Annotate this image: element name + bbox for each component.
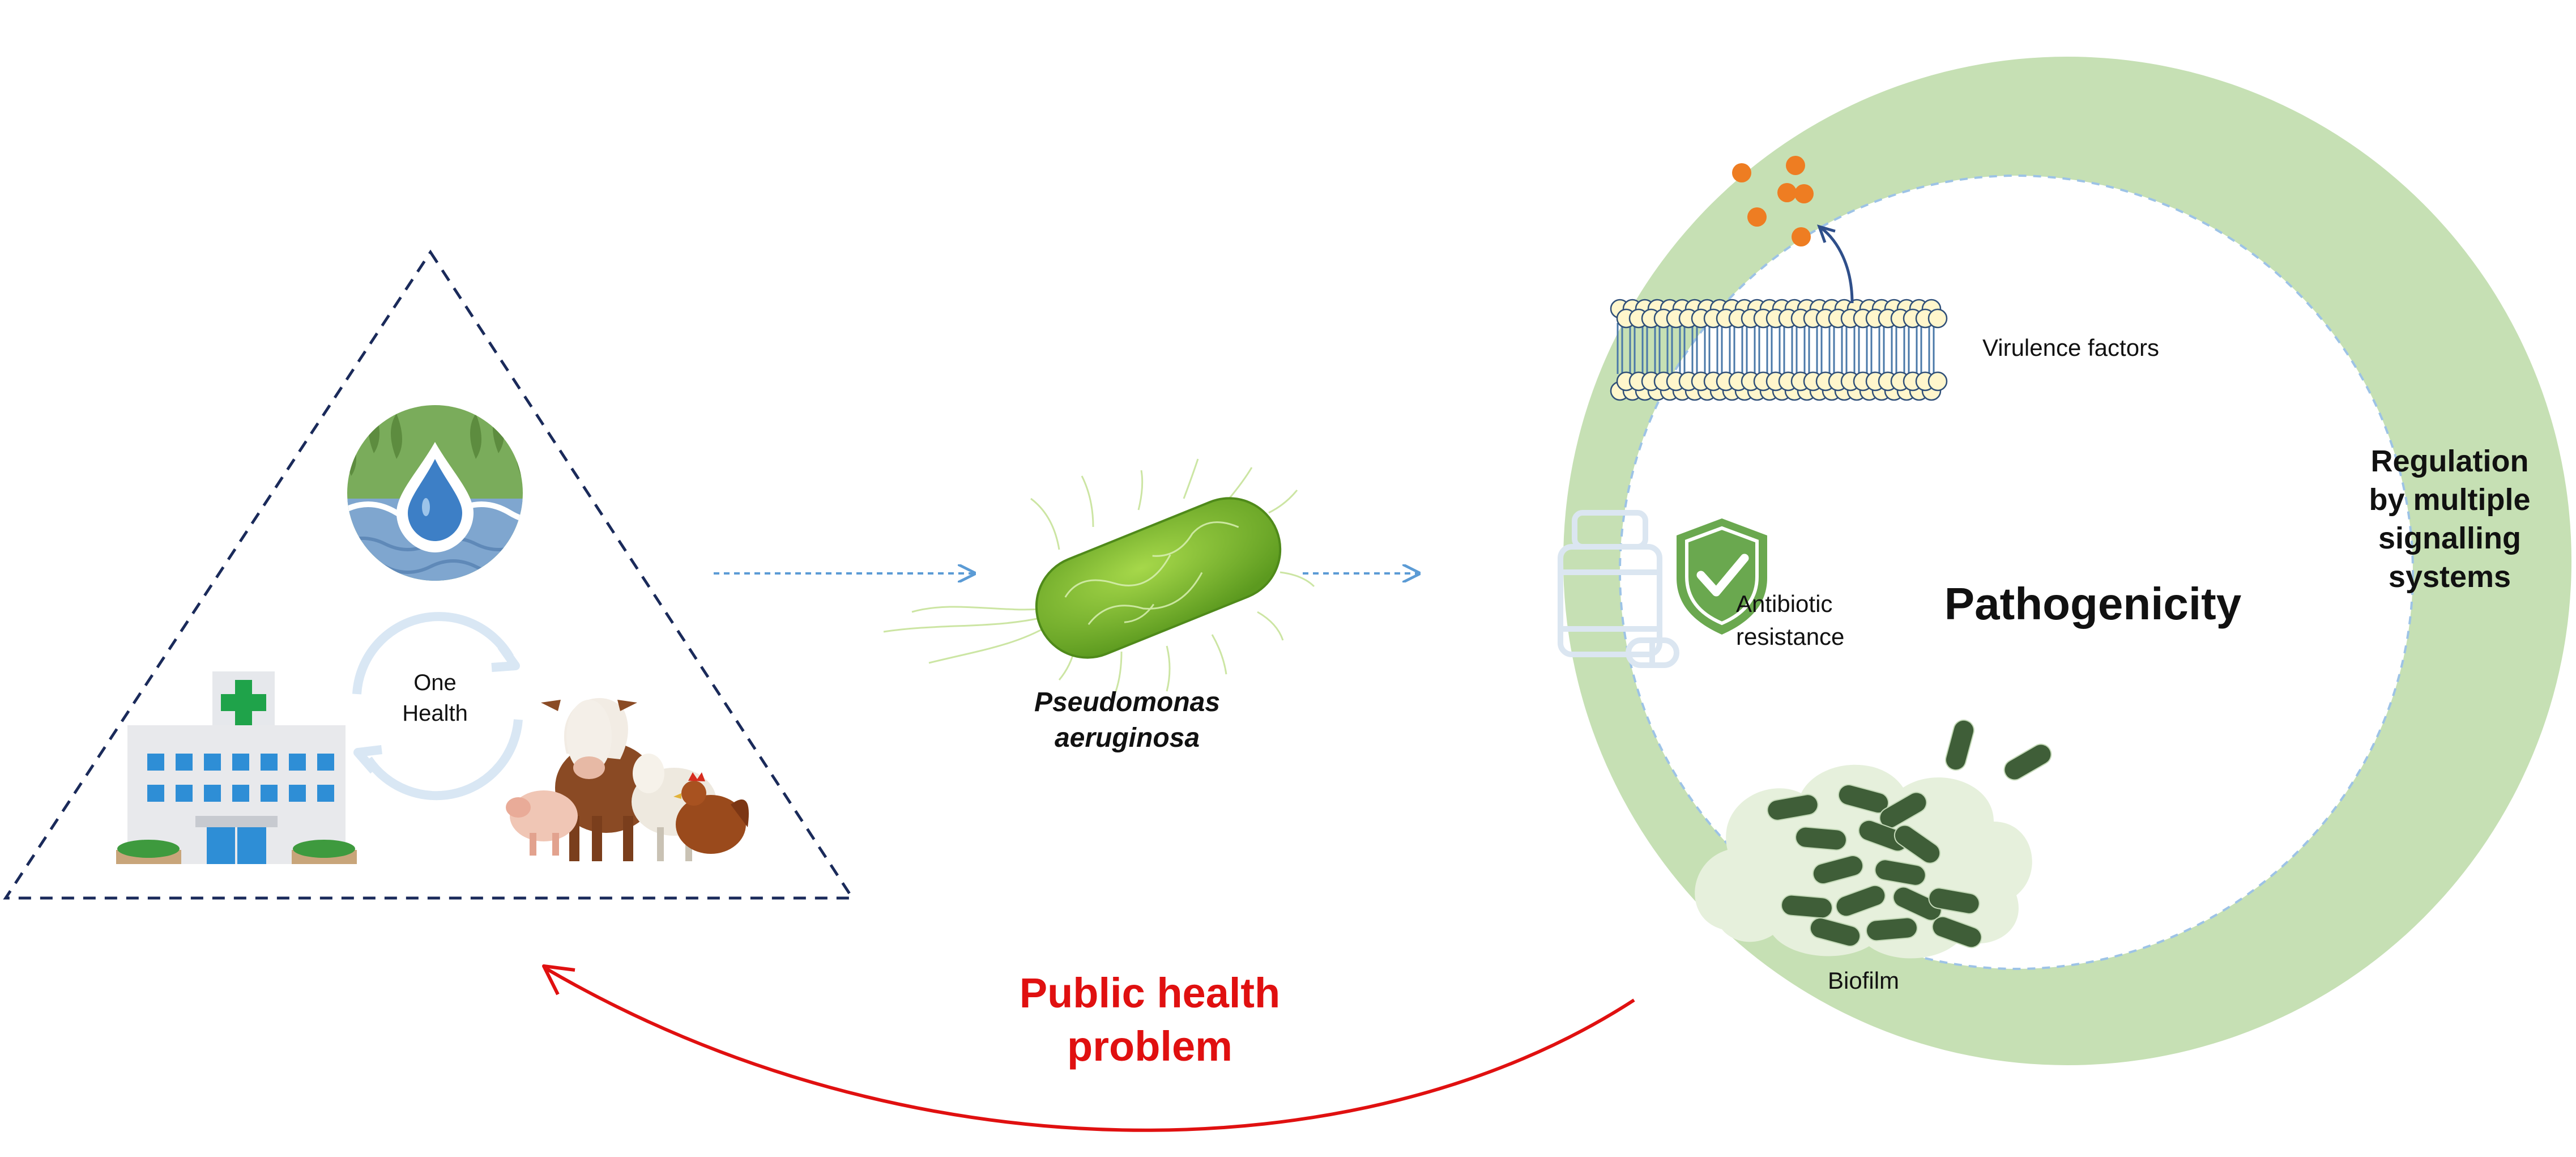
- regulation-line1: Regulation: [2371, 444, 2529, 478]
- pill-bottle-icon: [1558, 510, 1679, 668]
- bacterium-name-line2: aeruginosa: [1055, 723, 1200, 753]
- shield-check-icon: [1677, 518, 1767, 635]
- one-health-line2: Health: [402, 701, 468, 726]
- one-health-triangle: One Health: [3, 249, 855, 900]
- biofilm-label: Biofilm: [1828, 967, 1899, 994]
- bacterium-icon: [883, 458, 1315, 692]
- biofilm-icon: [1695, 719, 2052, 959]
- regulation-line3: signalling: [2378, 521, 2521, 555]
- cycle-icon: [352, 612, 523, 801]
- virulence-label: Virulence factors: [1982, 334, 2159, 361]
- public-health-arrowhead: [542, 964, 575, 996]
- bacterium-name-line1: Pseudomonas: [1034, 687, 1220, 717]
- regulation-line2: by multiple: [2369, 483, 2530, 517]
- pathogenicity-title: Pathogenicity: [1944, 578, 2242, 629]
- antibiotic-label-line1: Antibiotic: [1736, 590, 1832, 617]
- public-health-arrow: [545, 967, 1635, 1132]
- secretion-arrow: [1820, 227, 1854, 304]
- animals-icon: [506, 698, 749, 861]
- antibiotic-label-line2: resistance: [1736, 623, 1844, 650]
- regulation-line4: systems: [2389, 560, 2511, 594]
- water-plant-icon: [347, 405, 523, 581]
- public-health-line2: problem: [1067, 1023, 1232, 1070]
- membrane-icon: [1610, 299, 1948, 401]
- public-health-line1: Public health: [1020, 969, 1281, 1016]
- one-health-line1: One: [413, 670, 457, 695]
- virulence-dots: [1732, 156, 1814, 246]
- hospital-icon: [116, 671, 357, 864]
